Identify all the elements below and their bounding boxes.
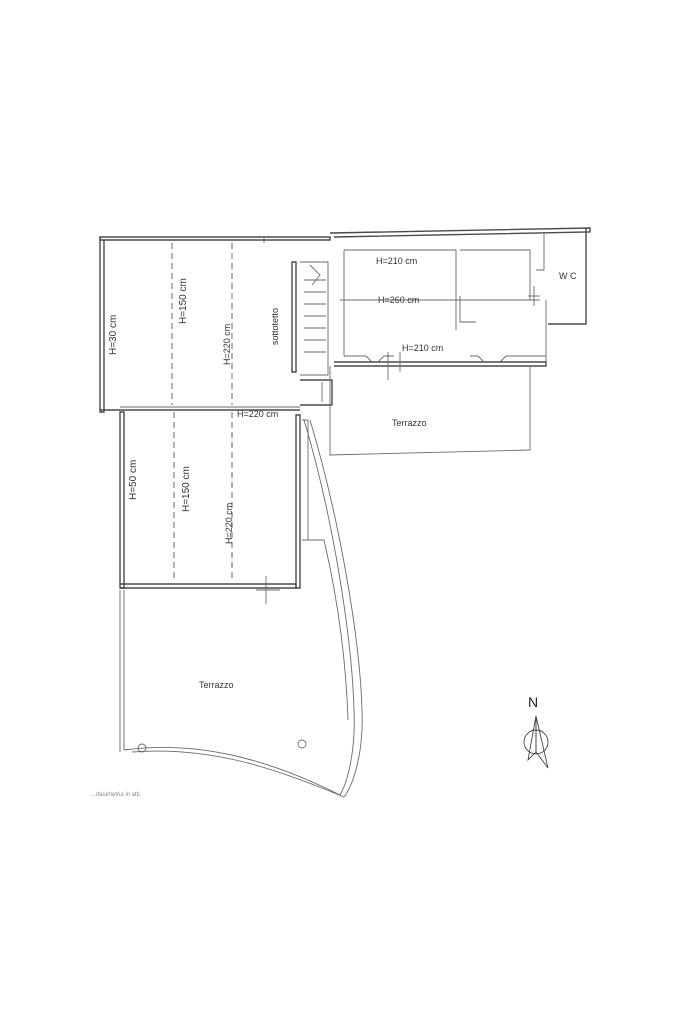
label-h220-mid: H=220 cm xyxy=(237,409,278,419)
north-arrow-icon: N xyxy=(523,694,549,769)
footnote: …dasimetria in atti xyxy=(90,792,140,798)
label-h210-bottom: H=210 cm xyxy=(402,343,443,353)
label-h30: H=30 cm xyxy=(108,315,119,355)
label-wc: W C xyxy=(559,271,577,281)
terrace-bottom xyxy=(119,419,363,798)
height-lines-upper xyxy=(171,243,233,405)
label-h210-top: H=210 cm xyxy=(376,256,417,266)
central-strip xyxy=(291,261,333,406)
label-h260: H=260 cm xyxy=(378,295,419,305)
north-label: N xyxy=(528,694,538,710)
left-lower-wing xyxy=(119,411,309,604)
label-h150-bottom: H=150 cm xyxy=(181,466,192,512)
terrace-right xyxy=(329,366,531,456)
label-h220-top: H=220 cm xyxy=(222,324,232,365)
label-terrazzo-right: Terrazzo xyxy=(392,418,427,428)
label-h220-bottom: H=220 cm xyxy=(224,503,234,544)
right-upper-wing xyxy=(329,227,591,380)
label-sottotetto: sottotetto xyxy=(270,308,280,345)
label-h150-top: H=150 cm xyxy=(178,278,189,324)
label-terrazzo-bottom: Terrazzo xyxy=(199,680,234,690)
label-h50: H=50 cm xyxy=(128,460,139,500)
left-upper-wing xyxy=(99,236,331,413)
